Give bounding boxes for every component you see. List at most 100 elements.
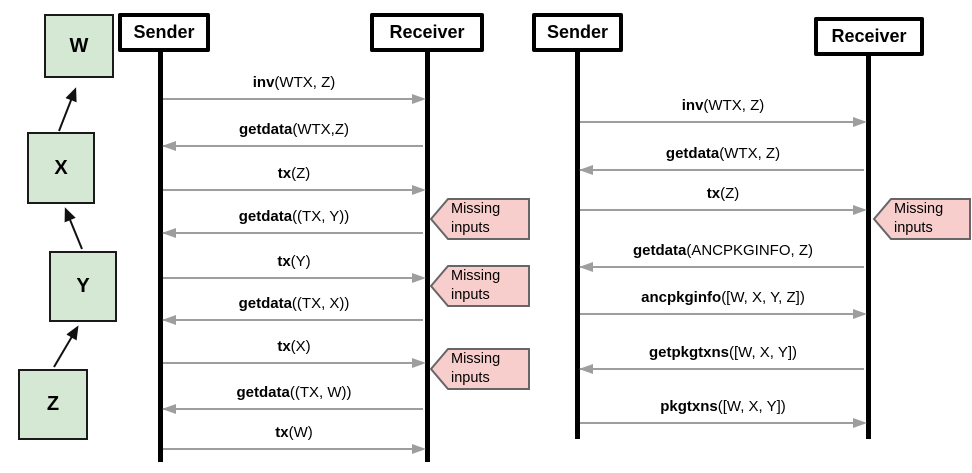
message-label: ancpkginfo([W, X, Y, Z]) [580,287,866,308]
callout-arrow-shape [429,198,530,240]
sequence-message: getdata((TX, W)) [162,382,425,415]
message-label: inv(WTX, Z) [163,72,425,93]
message-label: pkgtxns([W, X, Y]) [580,396,866,417]
message-args: (WTX, Z) [703,97,765,114]
arrow-left-icon [579,164,866,176]
sequence-message: getpkgtxns([W, X, Y]) [579,342,866,375]
arrow-left-icon [579,363,866,375]
message-label: tx(W) [163,422,425,443]
sequence-message: getdata(WTX, Z) [579,143,866,176]
message-args: (Z) [291,165,311,182]
message-label: getdata(ANCPKGINFO, Z) [580,240,866,261]
message-name: getdata [238,295,292,312]
arrow-right-icon [580,417,867,429]
chain-dependency-arrows [53,87,83,368]
arrow-right-icon [163,357,426,369]
message-name: inv [681,97,704,114]
message-name: pkgtxns [660,398,718,415]
tx-node-y: Y [49,251,117,322]
sequence-message: getdata((TX, X)) [162,293,425,326]
arrow-right-icon [163,272,426,284]
message-args: ((TX, W)) [289,384,352,401]
tx-node-label: Y [76,275,90,297]
arrow-right-icon [580,116,867,128]
message-name: tx [277,165,292,182]
message-label: getdata(WTX,Z) [163,119,425,140]
right-sender-lifeline [575,50,580,439]
sequence-message: getdata(WTX,Z) [162,119,425,152]
message-args: (WTX,Z) [292,121,349,138]
sequence-message: getdata((TX, Y)) [162,206,425,239]
missing-inputs-callout: Missing inputs [872,197,972,241]
message-label: tx(Z) [580,183,866,204]
arrow-left-icon [162,227,425,239]
message-args: ([W, X, Y, Z]) [721,289,805,306]
left-receiver-lifeline [425,50,430,462]
tx-node-label: Z [46,393,60,415]
message-name: tx [275,424,289,441]
left-sender-lifeline [158,50,163,462]
arrow-right-icon [163,184,426,196]
arrow-y-to-x-icon [64,207,83,250]
sequence-message: getdata(ANCPKGINFO, Z) [579,240,866,273]
sequence-message: inv(WTX, Z) [580,95,867,128]
message-name: ancpkginfo [641,289,722,306]
message-name: tx [277,338,291,355]
callout-arrow-shape [429,348,530,390]
sequence-message: inv(WTX, Z) [163,72,426,105]
arrow-left-icon [579,261,866,273]
message-label: getdata((TX, Y)) [163,206,425,227]
message-label: tx(Y) [163,251,425,272]
tx-node-label: W [69,34,89,57]
message-name: getpkgtxns [648,344,729,361]
arrow-left-icon [162,403,425,415]
sequence-message: tx(Z) [580,183,867,216]
message-args: (Z) [720,185,740,202]
missing-inputs-callout: Missing inputs [429,347,531,391]
message-label: getdata((TX, X)) [163,293,425,314]
message-args: ([W, X, Y]) [728,344,798,361]
arrow-z-to-y-icon [53,325,79,368]
right-sender-actor-box: Sender [532,13,623,52]
message-args: ((TX, Y)) [292,208,350,225]
message-name: getdata [665,145,720,162]
message-args: (Y) [290,253,311,270]
message-name: tx [277,253,291,270]
sequence-message: tx(Z) [163,163,426,196]
message-args: (WTX, Z) [274,74,336,91]
message-label: getdata(WTX, Z) [580,143,866,164]
message-name: getdata [238,208,293,225]
right-receiver-lifeline [866,55,871,439]
message-args: ([W, X, Y]) [717,398,786,415]
message-label: tx(Z) [163,163,425,184]
tx-node-label: X [54,156,68,179]
callout-label: Missing inputs [451,268,501,303]
message-args: (ANCPKGINFO, Z) [686,242,813,259]
callout-label: Missing inputs [451,201,501,236]
message-name: getdata [239,121,293,138]
message-args: (X) [290,338,311,355]
arrow-left-icon [162,314,425,326]
message-args: (WTX, Z) [719,145,781,162]
callout-arrow-shape [872,198,971,240]
arrow-right-icon [580,308,867,320]
arrow-right-icon [163,443,426,455]
sequence-message: tx(X) [163,336,426,369]
tx-node-w: W [44,14,114,78]
message-label: inv(WTX, Z) [580,95,866,116]
left-sender-actor-box: Sender [118,13,210,52]
tx-node-z: Z [18,369,88,440]
callout-label: Missing inputs [894,201,944,236]
callout-label: Missing inputs [451,351,501,386]
sequence-message: ancpkginfo([W, X, Y, Z]) [580,287,867,320]
tx-node-x: X [27,132,95,204]
message-label: getdata((TX, W)) [163,382,425,403]
right-receiver-actor-box: Receiver [814,17,924,56]
arrow-right-icon [580,204,867,216]
message-args: ((TX, X)) [291,295,350,312]
arrow-left-icon [162,140,425,152]
callout-arrow-shape [429,265,530,307]
sequence-message: tx(W) [163,422,426,455]
message-name: inv [252,74,275,91]
